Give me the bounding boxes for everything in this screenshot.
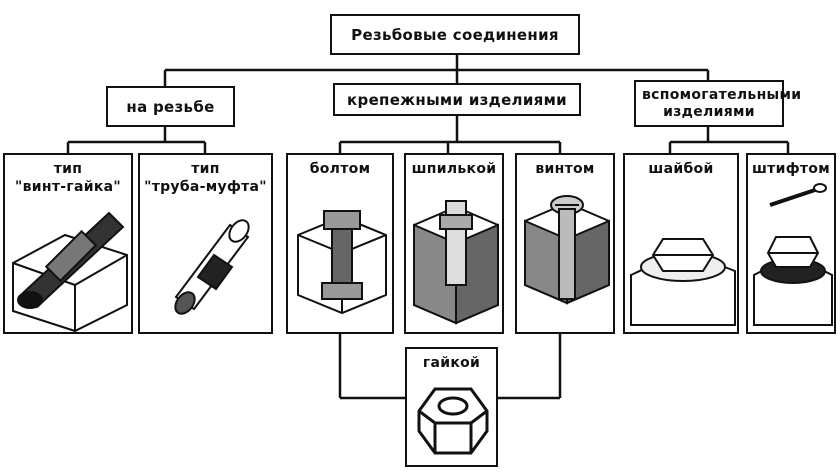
category-auxiliary: вспомогательными изделиями — [634, 80, 802, 127]
screw-nut-illustration — [12, 211, 128, 333]
panel-washer: шайбой — [623, 153, 739, 334]
category-on-thread: на резьбе — [106, 86, 235, 127]
panel-pipe-coupling-line1: тип — [191, 161, 220, 177]
category-fasteners-label: крепежными изделиями — [347, 90, 567, 109]
panel-screw: винтом — [515, 153, 615, 334]
nut-illustration — [417, 387, 489, 455]
panel-screw-nut: тип "винт-гайка" — [3, 153, 133, 334]
pin-illustration — [753, 183, 833, 326]
panel-screw-title: винтом — [535, 161, 595, 177]
panel-stud: шпилькой — [404, 153, 504, 334]
pipe-coupling-illustration — [174, 219, 250, 315]
panel-nut-title: гайкой — [422, 355, 481, 371]
panel-nut: гайкой — [405, 347, 498, 467]
category-on-thread-label: на резьбе — [126, 97, 215, 116]
panel-bolt: болтом — [286, 153, 394, 334]
panel-screw-nut-line2: "винт-гайка" — [15, 179, 121, 195]
root-label: Резьбовые соединения — [351, 25, 559, 44]
panel-pin-title: штифтом — [752, 161, 830, 177]
root-node: Резьбовые соединения — [330, 14, 580, 55]
category-fasteners: крепежными изделиями — [333, 83, 581, 116]
panel-pipe-coupling-line2: "труба-муфта" — [144, 179, 267, 195]
panel-pipe-coupling: тип "труба-муфта" — [138, 153, 273, 334]
panel-bolt-title: болтом — [309, 161, 371, 177]
panel-pin: штифтом — [746, 153, 836, 334]
stud-illustration — [413, 200, 499, 325]
category-auxiliary-label: вспомогательными изделиями — [642, 86, 802, 120]
bolt-illustration — [297, 210, 387, 315]
panel-screw-nut-line1: тип — [53, 161, 83, 177]
washer-illustration — [630, 238, 736, 326]
screw-illustration — [524, 195, 610, 305]
panel-stud-title: шпилькой — [411, 161, 497, 177]
panel-washer-title: шайбой — [648, 161, 714, 177]
